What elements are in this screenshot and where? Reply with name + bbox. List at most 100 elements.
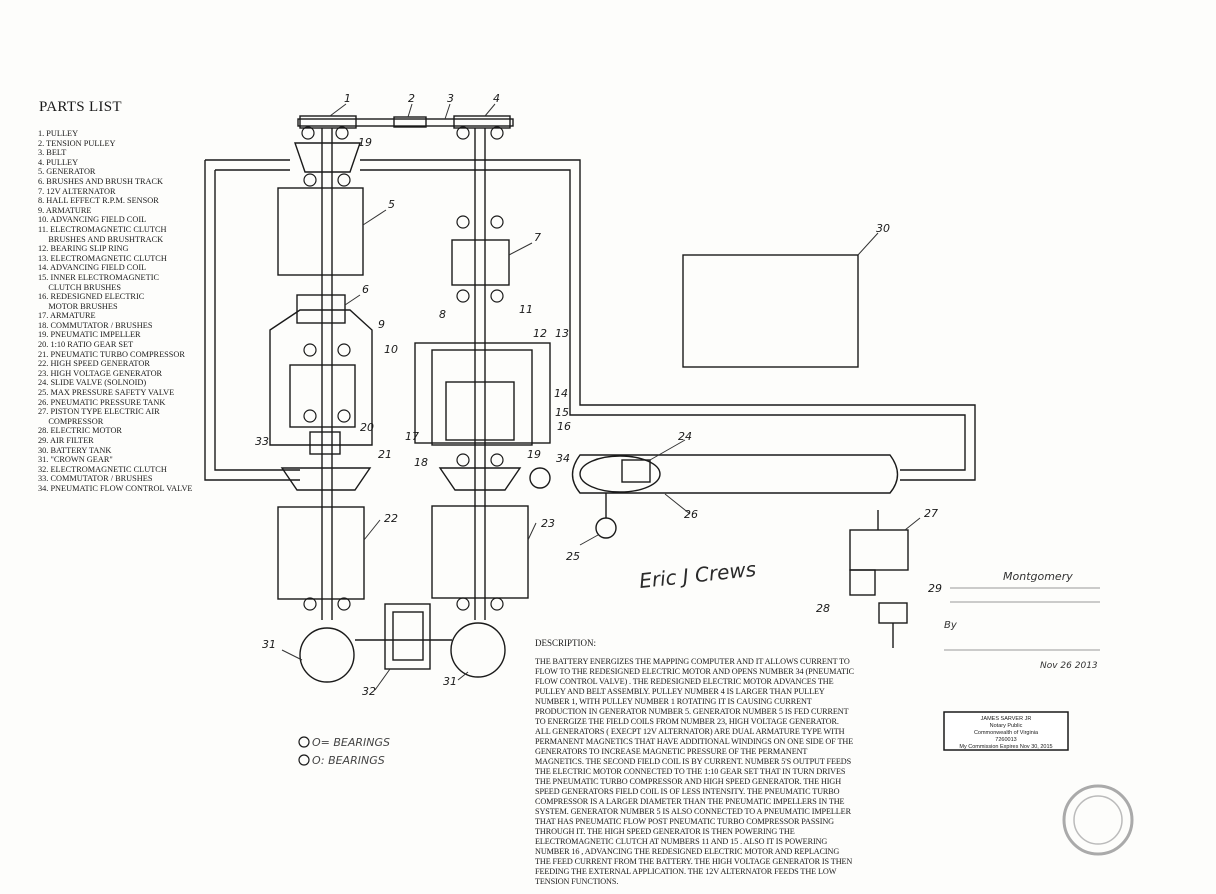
parts-list-item: 9. ARMATURE [38,205,92,215]
callout-11: 11 [519,303,533,316]
callout-34: 34 [556,452,570,465]
parts-list-item: 21. PNEUMATIC TURBO COMPRESSOR [38,349,185,359]
leader [329,103,347,117]
air-compressor-27 [849,529,909,571]
inventor-signature: Eric J Crews [638,557,757,593]
callout-25: 25 [566,550,580,563]
callout-31-left: 31 [262,638,276,651]
legend-line-2: O: BEARINGS [312,754,385,767]
pulley-1 [299,115,357,129]
bearing [337,343,351,357]
advancing-field-coil-14 [414,342,551,444]
pressure-tank-26 [571,454,899,494]
callout-14: 14 [554,387,568,400]
advancing-field-coil-10 [269,309,373,446]
callout-8: 8 [439,308,446,321]
parts-list-item: 18. COMMUTATOR / BRUSHES [38,320,153,330]
parts-list-item: 2. TENSION PULLEY [38,138,116,148]
parts-list-item: 10. ADVANCING FIELD COIL [38,215,147,225]
turbo-compressor-21 [280,467,372,491]
tank-end-cap [579,455,661,493]
leader [649,439,686,461]
armature-17 [445,381,515,441]
callout-33: 33 [255,435,269,448]
callout-29: 29 [928,582,942,595]
bearing [490,597,504,611]
parts-list-item: 26. PNEUMATIC PRESSURE TANK [38,397,166,407]
pulley-4 [453,115,511,129]
callout-19-top: 19 [358,136,372,149]
notary-stamp [943,711,1069,751]
stamp-line-1: JAMES SARVER JR [981,716,1032,722]
leader [527,522,537,541]
high-voltage-generator-23 [431,505,529,599]
bearing [490,126,504,140]
center-column [414,128,551,678]
description-body: THE BATTERY ENERGIZES THE MAPPING COMPUT… [535,657,855,886]
air-loop-right-inner [360,169,966,471]
leader [484,103,496,117]
armature-9 [289,364,356,428]
parts-list-item: 11. ELECTROMAGNETIC CLUTCH BRUSHES AND B… [38,224,167,244]
callout-31-right: 31 [443,675,457,688]
callout-5: 5 [388,198,395,211]
bearing [337,173,351,187]
parts-list-item: 14. ADVANCING FIELD COIL [38,263,147,273]
stamp-line-2: Notary Public [990,723,1023,729]
parts-list-item: 4. PULLEY [38,157,79,167]
callout-3: 3 [447,92,454,105]
callout-13: 13 [555,327,569,340]
parts-list-item: 12. BEARING SLIP RING [38,244,129,254]
stamp-line-4: 7260013 [995,737,1016,743]
parts-list-title: PARTS LIST [39,99,122,115]
leader [904,517,921,531]
callout-15: 15 [555,406,569,419]
tension-pulley [393,116,427,128]
parts-list-item: 16. REDESIGNED ELECTRIC MOTOR BRUSHES [38,292,145,311]
flow-control-valve-34 [529,467,551,489]
callout-22: 22 [384,512,398,525]
leader [508,242,533,256]
crown-gear-31-left [299,627,355,683]
callout-24: 24 [678,430,692,443]
air-loop-right [360,159,976,481]
bearing [337,409,351,423]
callout-2: 2 [408,92,415,105]
callout-16: 16 [557,420,571,433]
parts-list-item: 8. HALL EFFECT R.P.M. SENSOR [38,196,159,206]
parts-list-item: 29. AIR FILTER [38,436,94,445]
parts-list-item: 17. ARMATURE [38,311,96,321]
callout-1: 1 [344,92,351,105]
callout-20: 20 [360,421,374,434]
callout-numbers: 1 2 3 4 5 6 7 8 9 10 11 12 13 14 15 16 1… [255,92,942,698]
bearing [337,597,351,611]
parts-list-item: 3. BELT [38,148,67,158]
belt-assembly [297,115,514,129]
notary-block: Montgomery By Nov 26 2013 JAMES SARVER J… [943,570,1134,856]
leader [344,294,361,306]
leader [374,668,391,691]
callout-7: 7 [534,231,541,244]
parts-list-item: 23. HIGH VOLTAGE GENERATOR [38,368,163,378]
leader [363,519,381,541]
callout-18: 18 [414,456,428,469]
parts-list-item: 1. PULLEY [38,129,79,138]
air-filter-29 [878,602,908,624]
bearing [456,289,470,303]
bearing [456,453,470,467]
parts-list-item: 25. MAX PRESSURE SAFETY VALVE [38,388,175,398]
crown-gear-31-right [450,622,506,678]
generator-5 [277,187,364,276]
callout-9: 9 [378,318,385,331]
callout-12: 12 [533,327,547,340]
callout-17: 17 [405,430,419,443]
parts-list-item: 19. PNEUMATIC IMPELLER [38,330,141,340]
bearing [303,173,317,187]
parts-list-item: 28. ELECTRIC MOTOR [38,426,122,436]
parts-list-item: 7. 12V ALTERNATOR [38,186,116,196]
leader [457,671,469,681]
leader [444,103,451,120]
electromagnetic-clutch-32 [384,603,431,670]
